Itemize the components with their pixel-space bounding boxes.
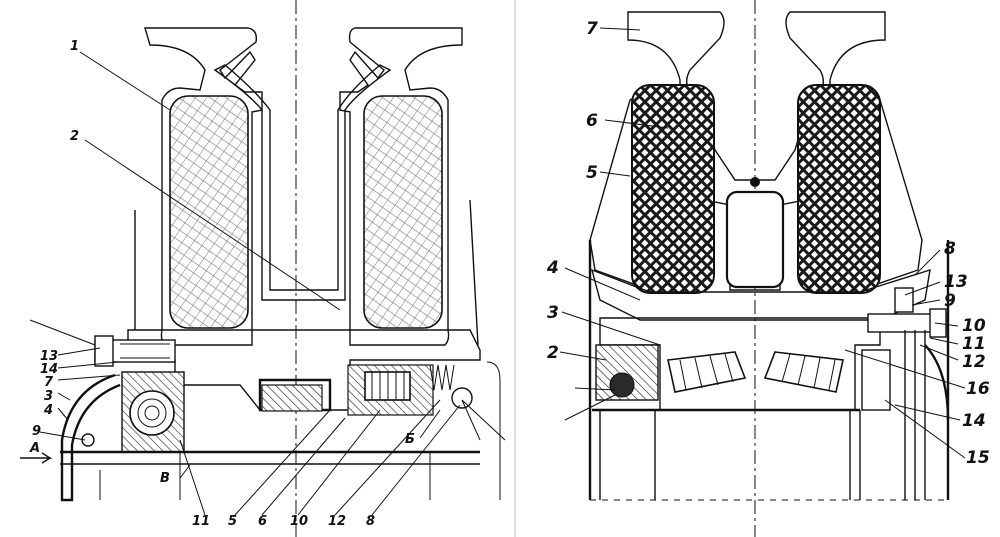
left-rim-right: [339, 27, 463, 346]
left-labels: 1 2 13 14 7 3 4 9 A B 11 5 6 10 12 8 Б: [29, 39, 415, 529]
left-label-11: 11: [192, 514, 210, 529]
right-label-10: 10: [962, 316, 986, 336]
left-arrow-a: [20, 452, 53, 464]
left-leaders: [29, 51, 506, 516]
left-label-4: 4: [43, 403, 53, 418]
right-label-12: 12: [962, 352, 986, 372]
left-label-be: Б: [405, 432, 415, 447]
right-label-14: 14: [962, 411, 986, 431]
left-label-7: 7: [44, 375, 54, 390]
left-label-5: 5: [228, 514, 237, 529]
left-label-8: 8: [366, 514, 375, 529]
left-spring: [429, 364, 455, 391]
left-label-9: 9: [32, 424, 41, 439]
right-label-6: 6: [586, 111, 598, 131]
left-label-a: A: [29, 441, 40, 456]
right-label-5: 5: [586, 163, 598, 183]
right-label-16: 16: [966, 379, 990, 399]
left-seal-ring: [451, 387, 473, 409]
left-tire-2: [363, 95, 443, 329]
left-label-6: 6: [258, 514, 267, 529]
right-label-3: 3: [547, 303, 559, 323]
left-label-12: 12: [328, 514, 346, 529]
right-label-2: 2: [547, 343, 559, 363]
left-label-b: B: [160, 471, 170, 486]
left-web: [213, 64, 392, 301]
right-center-spacer: [725, 190, 785, 289]
left-ball: [129, 390, 175, 436]
right-label-15: 15: [966, 448, 990, 468]
right-label-7: 7: [586, 19, 598, 39]
right-label-11: 11: [962, 334, 986, 354]
right-bearing-right: [763, 351, 844, 393]
right-tire-1: [631, 84, 715, 294]
left-rim: [144, 27, 263, 346]
right-hub: [590, 268, 931, 321]
left-label-1: 1: [70, 39, 79, 54]
left-seal: [261, 384, 323, 412]
right-seal-ring: [609, 372, 635, 398]
left-label-2: 2: [70, 129, 79, 144]
left-label-13: 13: [40, 349, 58, 364]
right-leaders: [559, 27, 966, 459]
right-label-8: 8: [944, 239, 956, 259]
left-label-3: 3: [44, 389, 53, 404]
left-label-10: 10: [290, 514, 308, 529]
right-label-13: 13: [944, 272, 968, 292]
left-figure: [20, 0, 506, 537]
right-figure: [559, 0, 966, 537]
right-label-4: 4: [546, 258, 559, 278]
right-label-9: 9: [944, 291, 956, 311]
left-tire-1: [169, 95, 249, 329]
right-bearing-left: [667, 351, 747, 393]
left-small-bolt: [81, 433, 95, 447]
left-label-14: 14: [40, 362, 58, 377]
right-labels: 7 6 5 4 3 2 8 13 9 10 11 12 16 14 15: [546, 19, 990, 468]
right-tire-2: [797, 84, 881, 294]
left-cover: [60, 373, 121, 502]
